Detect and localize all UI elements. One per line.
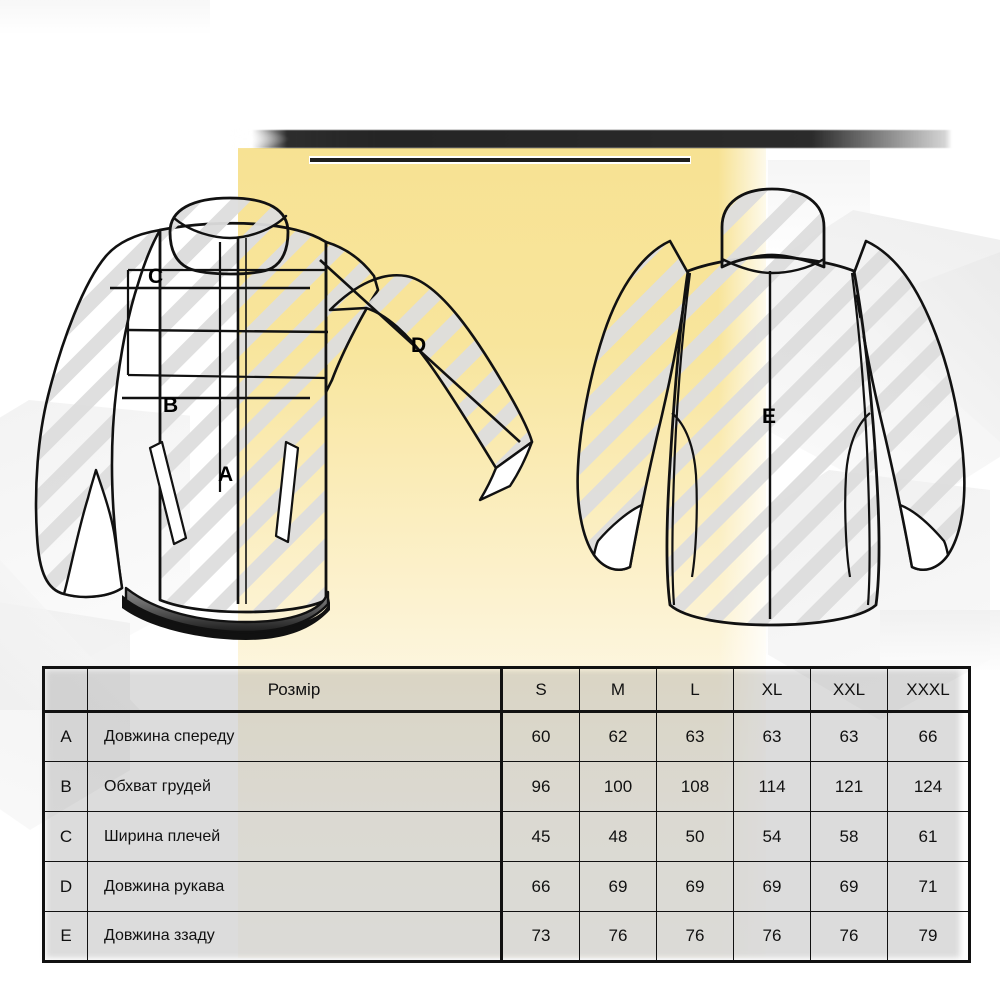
table-row: A Довжина спереду 60 62 63 63 63 66 [42, 711, 971, 762]
row-letter: A [42, 711, 88, 762]
cell-s: 96 [500, 761, 580, 812]
front-right-sleeve [328, 273, 534, 470]
table-row: E Довжина ззаду 73 76 76 76 76 79 [42, 911, 971, 963]
header-size-xxxl: XXXL [887, 666, 971, 713]
cell-xl: 114 [733, 761, 811, 812]
cell-xxxl: 124 [887, 761, 971, 812]
back-seam-left [671, 272, 692, 606]
row-name: Довжина ззаду [87, 911, 502, 963]
measure-line-d [319, 259, 521, 443]
cell-m: 48 [579, 811, 657, 862]
front-right-cuff [478, 440, 534, 502]
cell-m: 62 [579, 711, 657, 762]
cell-l: 108 [656, 761, 734, 812]
header-size-xxl: XXL [810, 666, 888, 713]
back-side-panel-right [844, 412, 871, 578]
back-collar-fold [720, 257, 826, 275]
table-row: C Ширина плечей 45 48 50 54 58 61 [42, 811, 971, 862]
cell-xl: 76 [733, 911, 811, 963]
cell-m: 69 [579, 861, 657, 912]
front-chest-seam [127, 328, 329, 334]
measure-label-a: A [218, 463, 234, 486]
table-row: D Довжина рукава 66 69 69 69 69 71 [42, 861, 971, 912]
watermark-band-top-left [0, 0, 210, 35]
front-left-cuff [62, 468, 124, 599]
front-pocket-right [274, 440, 300, 544]
row-name: Ширина плечей [87, 811, 502, 862]
row-letter: D [42, 861, 88, 912]
cell-xl: 69 [733, 861, 811, 912]
row-letter: C [42, 811, 88, 862]
size-table-header-row: Розмір S M L XL XXL XXXL [42, 666, 971, 713]
header-size-label: Розмір [87, 666, 502, 713]
cell-xl: 54 [733, 811, 811, 862]
cell-xxxl: 79 [887, 911, 971, 963]
front-collar-fold [172, 214, 288, 240]
cell-xxl: 63 [810, 711, 888, 762]
front-waist-seam [127, 373, 327, 380]
back-side-panel-left [671, 412, 698, 578]
header-letter-cell [42, 666, 88, 713]
row-name: Обхват грудей [87, 761, 502, 812]
cell-m: 76 [579, 911, 657, 963]
row-letter: E [42, 911, 88, 963]
row-name: Довжина спереду [87, 711, 502, 762]
measure-label-c: C [148, 265, 164, 288]
measure-label-d: D [411, 334, 427, 357]
panel-rule-line [309, 156, 691, 164]
back-collar [720, 187, 826, 269]
cell-s: 66 [500, 861, 580, 912]
cell-xxl: 121 [810, 761, 888, 812]
measure-label-b: B [163, 394, 179, 417]
back-seam-right [850, 272, 871, 606]
front-body [158, 221, 328, 614]
cell-m: 100 [579, 761, 657, 812]
back-view-jacket [576, 187, 966, 627]
size-table: Розмір S M L XL XXL XXXL A Довжина спере… [42, 666, 971, 963]
front-right-shoulder [324, 240, 380, 394]
cell-xxl: 76 [810, 911, 888, 963]
back-body [665, 255, 881, 627]
row-letter: B [42, 761, 88, 812]
measure-label-e: E [762, 405, 777, 428]
cell-xxl: 69 [810, 861, 888, 912]
header-size-l: L [656, 666, 734, 713]
cell-s: 45 [500, 811, 580, 862]
back-right-cuff [898, 503, 950, 571]
cell-l: 50 [656, 811, 734, 862]
front-hem-band [124, 586, 330, 634]
cell-xxxl: 66 [887, 711, 971, 762]
back-left-cuff [592, 503, 644, 571]
cell-l: 69 [656, 861, 734, 912]
cell-s: 60 [500, 711, 580, 762]
cell-s: 73 [500, 911, 580, 963]
header-size-m: M [579, 666, 657, 713]
top-dark-bar [230, 128, 952, 150]
table-row: B Обхват грудей 96 100 108 114 121 124 [42, 761, 971, 812]
front-collar [168, 196, 290, 276]
row-name: Довжина рукава [87, 861, 502, 912]
cell-l: 76 [656, 911, 734, 963]
front-view-jacket [34, 196, 534, 640]
header-size-xl: XL [733, 666, 811, 713]
cell-xl: 63 [733, 711, 811, 762]
cell-xxl: 58 [810, 811, 888, 862]
cell-xxxl: 71 [887, 861, 971, 912]
front-pocket-left [148, 440, 188, 546]
header-size-s: S [500, 666, 580, 713]
cell-xxxl: 61 [887, 811, 971, 862]
cell-l: 63 [656, 711, 734, 762]
